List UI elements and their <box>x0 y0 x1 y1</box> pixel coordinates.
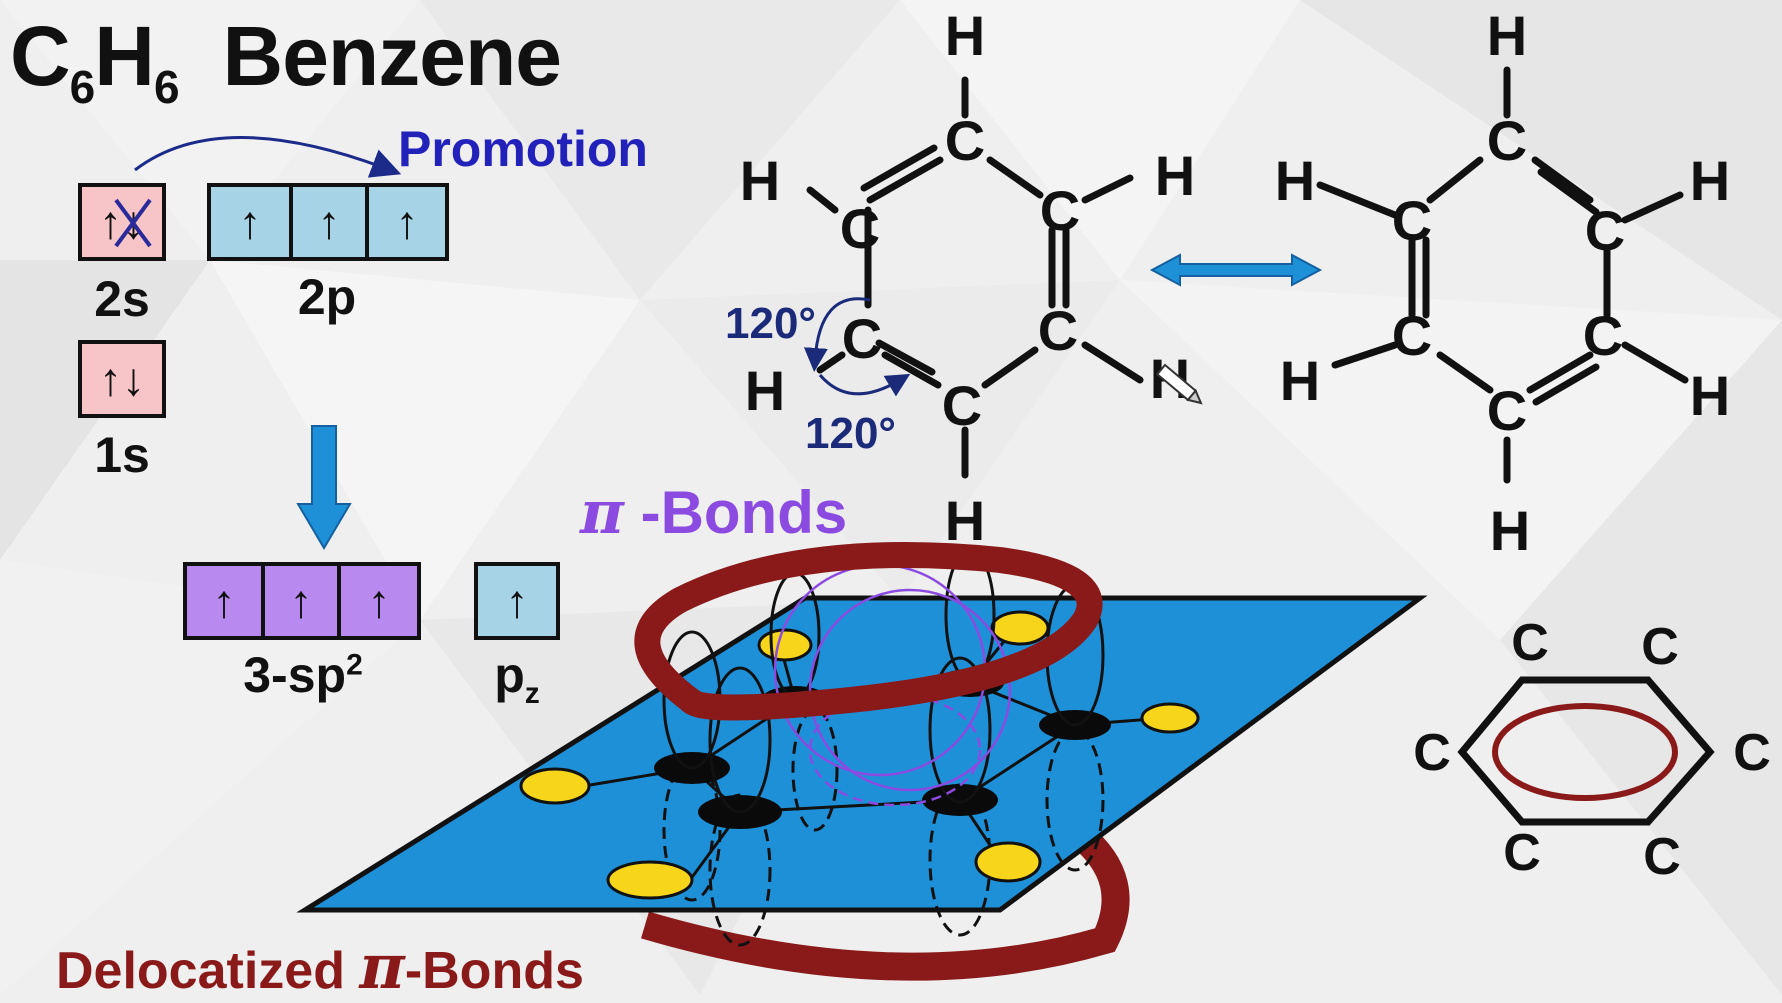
orbital-2s-label: 2s <box>94 271 150 327</box>
pi-symbol: π <box>580 478 624 548</box>
formula-carbon: C <box>10 9 71 103</box>
orbital-2s: ↑↓ <box>78 183 166 261</box>
hexagon-atoms: C C C C C C <box>1413 614 1771 886</box>
delocalized-ring-lower <box>641 824 1130 981</box>
atom-c: C <box>1643 828 1681 886</box>
angle-label-bottom: 120° <box>805 409 896 458</box>
orbital-2p: ↑ ↑ ↑ <box>207 183 449 261</box>
pencil-cursor-icon <box>1155 363 1203 405</box>
atom-c: C <box>1487 379 1527 442</box>
promotion-arrow <box>134 136 402 178</box>
formula-carbon-subscript: 6 <box>69 61 96 113</box>
orbital-1s: ↑↓ <box>78 340 166 418</box>
pi-symbol: π <box>359 930 405 1003</box>
atom-h: H <box>1155 144 1195 207</box>
delocalized-suffix: -Bonds <box>404 942 584 1000</box>
atom-c: C <box>840 197 880 260</box>
bond-angle-marks <box>803 297 911 397</box>
orbital-sp2-box: ↑ <box>183 562 265 640</box>
atom-h: H <box>1275 149 1315 212</box>
orbital-1s-label: 1s <box>94 427 150 483</box>
promotion-label: Promotion <box>398 121 648 177</box>
atom-h: H <box>1690 364 1730 427</box>
atom-c: C <box>1641 618 1679 676</box>
orbital-sp2-box: ↑ <box>265 562 341 640</box>
pi-bonds-label: π -Bonds <box>580 478 847 548</box>
orbital-sp2-box: ↑ <box>341 562 421 640</box>
delocalized-pi-bonds-label: Delocatized π-Bonds <box>56 930 584 1003</box>
atom-c: C <box>1733 724 1771 782</box>
molecule-name: Benzene <box>222 9 562 103</box>
orbital-pz-label: pz <box>474 646 560 711</box>
atom-c: C <box>1413 724 1451 782</box>
atom-c: C <box>1503 824 1541 882</box>
atom-c: C <box>1585 199 1625 262</box>
atom-c: C <box>1487 109 1527 172</box>
kekule-structure-1 <box>806 76 1144 479</box>
electron-promoted-cross-icon <box>114 198 152 248</box>
atom-h: H <box>945 489 985 552</box>
pz-label-subscript: z <box>524 677 540 710</box>
molecular-plane <box>296 595 1428 913</box>
atom-c: C <box>842 307 882 370</box>
atom-c: C <box>1392 189 1432 252</box>
atom-c: C <box>1038 299 1078 362</box>
atom-c: C <box>942 374 982 437</box>
angle-label-top: 120° <box>725 299 816 348</box>
kekule-structure-2 <box>1316 66 1689 484</box>
orbital-2p-box: ↑ <box>207 183 293 261</box>
atom-h: H <box>1490 499 1530 562</box>
orbital-pz: ↑ <box>474 562 560 640</box>
kekule-2-atoms: H C H C C H C C H H C H <box>1275 4 1730 562</box>
orbital-2p-box: ↑ <box>293 183 369 261</box>
atom-c: C <box>1392 304 1432 367</box>
atom-h: H <box>745 359 785 422</box>
atom-h: H <box>1280 349 1320 412</box>
orbital-sp2: ↑ ↑ ↑ <box>183 562 421 640</box>
atom-h: H <box>1690 149 1730 212</box>
atom-c: C <box>1511 614 1549 672</box>
atom-h: H <box>945 4 985 67</box>
resonance-arrow-icon <box>1149 253 1323 287</box>
sp2-label-text: 3-sp <box>243 647 347 703</box>
pi-bonds-text: -Bonds <box>640 479 848 546</box>
formula-hydrogen-subscript: 6 <box>153 61 180 113</box>
orbital-2p-box: ↑ <box>369 183 449 261</box>
orbital-pz-box: ↑ <box>474 562 560 640</box>
orbital-sp2-label: 3-sp2 <box>183 646 423 704</box>
orbital-1s-box: ↑↓ <box>78 340 166 418</box>
benzene-hexagon <box>1457 676 1715 826</box>
sp2-label-superscript: 2 <box>346 648 363 682</box>
delocalized-ring-upper <box>634 542 1103 721</box>
delocalized-prefix: Delocatized <box>56 942 360 1000</box>
atom-h: H <box>1487 4 1527 67</box>
atom-h: H <box>740 149 780 212</box>
hybridization-arrow-icon <box>296 425 352 550</box>
formula-hydrogen: H <box>94 9 155 103</box>
orbital-2p-label: 2p <box>297 269 357 325</box>
atom-c: C <box>1583 304 1623 367</box>
kekule-1-atoms: H C H C C H C C H H C H <box>740 4 1195 552</box>
orbital-2s-box: ↑↓ <box>78 183 166 261</box>
aromatic-circle <box>1492 703 1678 801</box>
atom-c: C <box>945 109 985 172</box>
pz-label-text: p <box>494 647 525 703</box>
atom-c: C <box>1040 179 1080 242</box>
